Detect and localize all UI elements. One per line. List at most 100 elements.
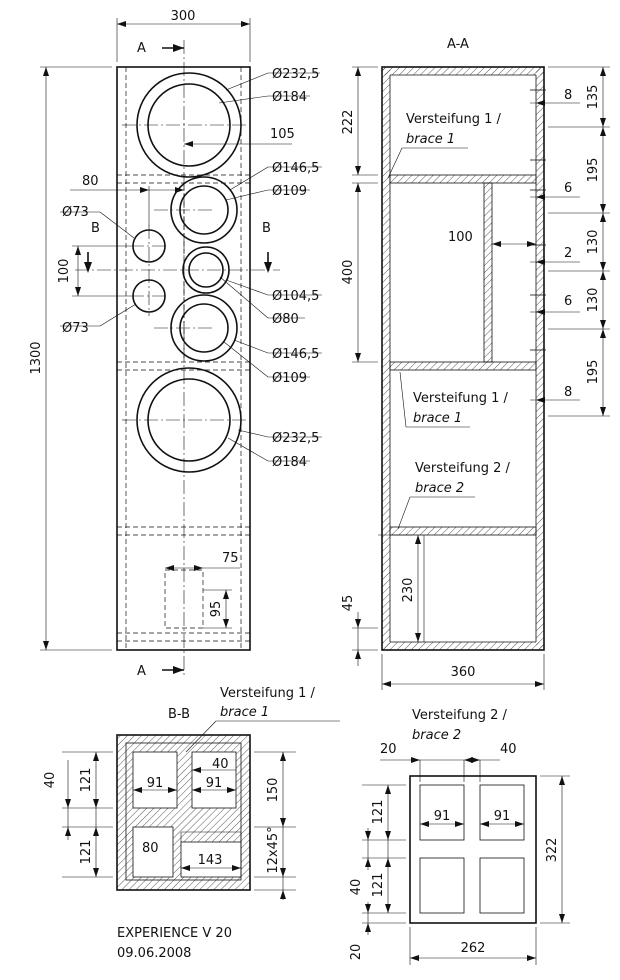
mid-bottom-inner-label: Ø109 <box>272 371 307 386</box>
brace2-top-40: 40 <box>500 742 517 757</box>
woofer-outer-label: Ø232,5 <box>272 67 319 82</box>
aa-brace1-lower-en: brace 1 <box>413 411 462 426</box>
tweeter-outer-label: Ø104,5 <box>272 289 319 304</box>
bb-dim-40: 40 <box>212 757 229 772</box>
woofer-bottom-inner <box>147 378 231 462</box>
drawing-date: 09.06.2008 <box>117 946 191 961</box>
aa-brace2-label-de: Versteifung 2 / <box>415 461 511 476</box>
aa-right-195-top: 195 <box>586 158 601 183</box>
section-bb: Versteifung 1 / brace 1 B-B 91 91 40 80 <box>43 686 340 900</box>
bb-cutout-bottom-left <box>132 826 174 878</box>
bb-cutout-bottom-right <box>180 841 242 878</box>
aa-dim-360: 360 <box>451 665 476 680</box>
front-view: 300 A A 1300 Ø232,5 Ø184 105 Ø146,5 Ø109 <box>29 9 322 679</box>
mid-top-inner-label: Ø109 <box>272 184 307 199</box>
bb-dim-91b: 91 <box>206 776 223 791</box>
aa-brace1-lower-de: Versteifung 1 / <box>413 391 509 406</box>
front-baffle-outline <box>116 66 251 651</box>
drawing-name: EXPERIENCE V 20 <box>117 926 232 941</box>
terminal-height-label: 95 <box>209 601 224 618</box>
bb-left-121a: 121 <box>79 768 94 793</box>
offset-105-label: 105 <box>270 127 295 142</box>
bb-left-121b: 121 <box>79 840 94 865</box>
woofer-bottom-outer <box>136 367 242 473</box>
woofer-top-outer <box>136 72 242 178</box>
mid-bottom-inner <box>179 303 229 353</box>
section-aa-title: A-A <box>447 37 469 52</box>
brace2-left-121b: 121 <box>371 873 386 898</box>
tweeter-inner <box>188 252 224 288</box>
aa-dim-100: 100 <box>448 230 473 245</box>
front-height-label: 1300 <box>29 341 44 374</box>
bb-right-12x45: 12x45° <box>266 826 281 873</box>
port-bottom <box>132 279 166 313</box>
bb-dim-143: 143 <box>198 853 223 868</box>
aa-right-135: 135 <box>586 85 601 110</box>
bb-header-de: Versteifung 1 / <box>220 686 316 701</box>
brace2-cutout-bl <box>419 857 465 914</box>
front-width-label: 300 <box>171 9 196 24</box>
aa-brace1-label-de: Versteifung 1 / <box>406 112 502 127</box>
port-top-label: Ø73 <box>62 205 89 220</box>
port-offset-label: 80 <box>82 174 99 189</box>
brace2-left-20: 20 <box>349 944 364 961</box>
terminal-width-label: 75 <box>222 551 239 566</box>
bb-dim-91a: 91 <box>147 776 164 791</box>
aa-brace2-label-en: brace 2 <box>415 481 464 496</box>
aa-small-6-bottom: 6 <box>564 294 572 309</box>
port-bottom-label: Ø73 <box>62 321 89 336</box>
bb-left-40: 40 <box>43 772 58 789</box>
section-aa: A-A 222 <box>341 37 610 690</box>
aa-right-130-bottom: 130 <box>586 288 601 313</box>
brace2-left-121a: 121 <box>371 800 386 825</box>
aa-right-130-top: 130 <box>586 230 601 255</box>
section-b-left: B <box>91 221 100 236</box>
brace2-dim-322: 322 <box>545 838 560 863</box>
bb-outline <box>116 734 251 891</box>
brace2-outline <box>409 775 537 924</box>
section-a-bottom: A <box>137 664 146 679</box>
woofer-inner-label: Ø184 <box>272 90 307 105</box>
brace2-dim-91a: 91 <box>434 809 451 824</box>
brace2-view: Versteifung 2 / brace 2 20 40 91 91 <box>349 708 570 965</box>
bb-header-en: brace 1 <box>220 705 269 720</box>
brace2-left-40: 40 <box>349 879 364 896</box>
mid-bottom-outer <box>170 294 238 362</box>
brace2-dim-262: 262 <box>461 941 486 956</box>
aa-dim-230: 230 <box>401 578 416 603</box>
section-b-right: B <box>262 221 271 236</box>
brace2-dim-91b: 91 <box>494 809 511 824</box>
aa-dim-45: 45 <box>341 595 356 612</box>
mid-top-inner <box>179 185 229 235</box>
port-top <box>132 229 166 263</box>
mid-top-outer-label: Ø146,5 <box>272 161 319 176</box>
aa-right-195-bottom: 195 <box>586 360 601 385</box>
bb-title: B-B <box>168 707 190 722</box>
aa-small-8-bottom: 8 <box>564 385 572 400</box>
bb-dim-80: 80 <box>142 841 159 856</box>
woofer-bottom-inner-label: Ø184 <box>272 455 307 470</box>
section-aa-outline <box>381 66 545 651</box>
bb-cutout-top-right <box>191 751 237 809</box>
brace2-cutout-tl <box>419 784 465 841</box>
bb-cutout-top-left <box>132 751 178 809</box>
mid-top-outer <box>170 176 238 244</box>
tweeter-outer <box>182 246 230 294</box>
aa-dim-400: 400 <box>341 260 356 285</box>
port-spacing-label: 100 <box>57 259 72 284</box>
brace2-cutout-br <box>479 857 525 914</box>
brace2-top-20: 20 <box>380 742 397 757</box>
mid-bottom-outer-label: Ø146,5 <box>272 347 319 362</box>
aa-brace1-label-en: brace 1 <box>406 132 455 147</box>
aa-small-2: 2 <box>564 246 572 261</box>
woofer-top-inner <box>147 83 231 167</box>
brace2-header-de: Versteifung 2 / <box>412 708 508 723</box>
aa-small-8-top: 8 <box>564 88 572 103</box>
brace2-cutout-tr <box>479 784 525 841</box>
aa-small-6-top: 6 <box>564 181 572 196</box>
brace2-header-en: brace 2 <box>412 728 461 743</box>
woofer-bottom-outer-label: Ø232,5 <box>272 431 319 446</box>
section-a-top: A <box>137 41 146 56</box>
aa-dim-222: 222 <box>341 110 356 135</box>
